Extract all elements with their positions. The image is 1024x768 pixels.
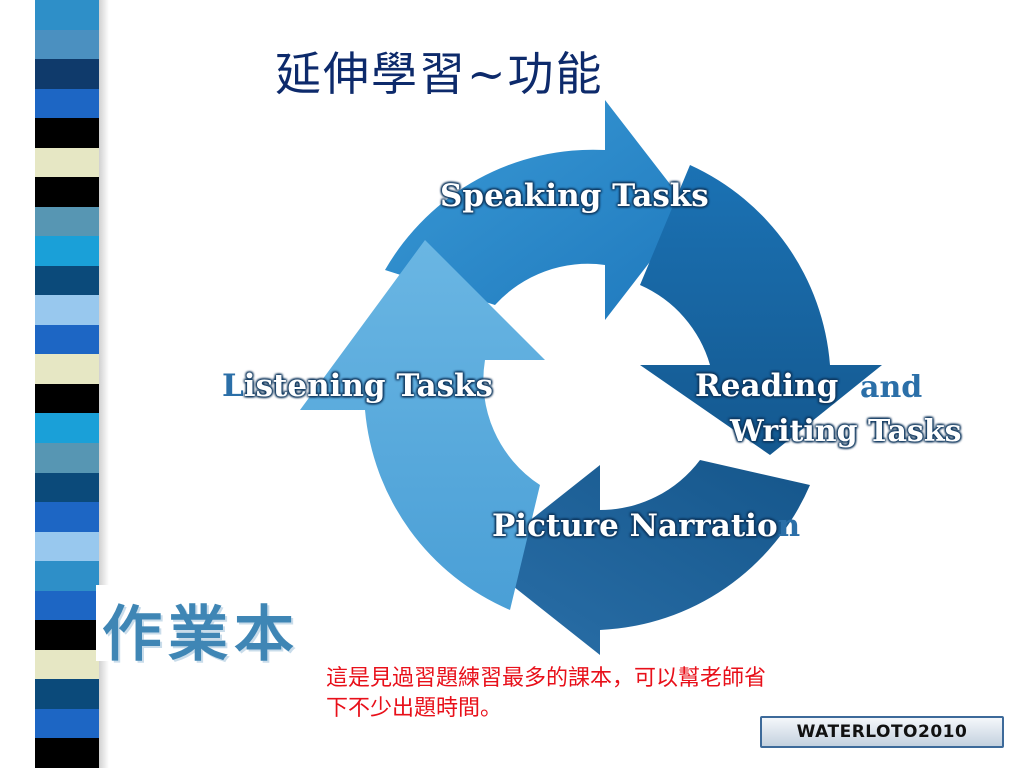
stripe-segment bbox=[35, 324, 99, 355]
decorative-stripe bbox=[35, 0, 99, 768]
stripe-segment bbox=[35, 649, 99, 680]
stripe-segment bbox=[35, 708, 99, 739]
stripe-segment bbox=[35, 29, 99, 60]
stripe-segment bbox=[35, 206, 99, 237]
arrow-right bbox=[640, 165, 882, 455]
arrow-left bbox=[300, 240, 545, 610]
workbook-heading-background bbox=[96, 585, 310, 661]
stripe-shadow bbox=[99, 0, 109, 768]
stripe-segment bbox=[35, 531, 99, 562]
label-reading: Reading bbox=[695, 368, 839, 404]
arrow-top bbox=[385, 100, 690, 320]
label-picture-main: Picture Narratio bbox=[492, 508, 778, 544]
stripe-segment bbox=[35, 88, 99, 119]
stripe-segment bbox=[35, 177, 99, 207]
label-listening-tasks: Listening Tasks bbox=[222, 368, 493, 404]
stripe-segment bbox=[35, 413, 99, 443]
arrow-bottom bbox=[480, 460, 810, 655]
cycle-diagram bbox=[300, 100, 882, 655]
label-and: and bbox=[860, 370, 923, 405]
stripe-segment bbox=[35, 561, 99, 591]
stripe-segment bbox=[35, 620, 99, 650]
stripe-segment bbox=[35, 442, 99, 473]
note-line-1: 這是見過習題練習最多的課本，可以幫老師省 bbox=[326, 666, 767, 691]
stripe-segment bbox=[35, 118, 99, 148]
stripe-segment bbox=[35, 295, 99, 325]
note-text: 這是見過習題練習最多的課本，可以幫老師省 下不少出題時間。 bbox=[326, 664, 916, 724]
label-speaking-tasks: Speaking Tasks bbox=[440, 178, 709, 214]
label-picture-tail: n bbox=[777, 508, 801, 544]
label-listening-initial: L bbox=[222, 368, 244, 404]
stripe-segment bbox=[35, 590, 99, 621]
stripe-segment bbox=[35, 679, 99, 709]
stripe-segment bbox=[35, 59, 99, 89]
stripe-segment bbox=[35, 265, 99, 296]
slide-title: 延伸學習~功能 bbox=[275, 47, 604, 101]
stripe-segment bbox=[35, 502, 99, 532]
stripe-segment bbox=[35, 147, 99, 178]
stripe-segment bbox=[35, 0, 99, 30]
label-writing-tasks: Writing Tasks bbox=[730, 414, 962, 449]
workbook-heading: 作業本 bbox=[102, 600, 300, 670]
stripe-segment bbox=[35, 236, 99, 266]
note-line-2: 下不少出題時間。 bbox=[326, 696, 503, 721]
watermark-badge: WATERLOTO2010 bbox=[760, 716, 1004, 748]
stripe-segment bbox=[35, 383, 99, 414]
label-listening-rest: istening Tasks bbox=[243, 368, 493, 404]
label-picture-narration: Picture Narration bbox=[492, 508, 800, 544]
stripe-segment bbox=[35, 738, 99, 768]
stripe-segment bbox=[35, 472, 99, 503]
stripe-segment bbox=[35, 354, 99, 384]
